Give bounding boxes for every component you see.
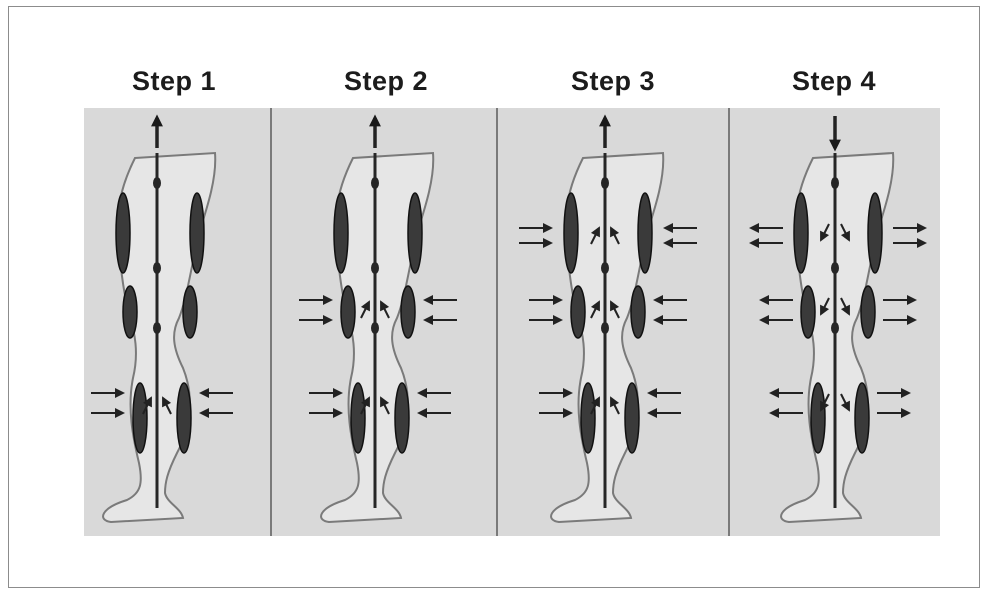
compression-steps-diagram	[84, 108, 940, 536]
compression-cuff	[123, 286, 137, 338]
compression-cuff	[177, 383, 191, 453]
vessel-node	[371, 322, 379, 334]
compression-cuff	[183, 286, 197, 338]
compression-cuff	[401, 286, 415, 338]
compression-cuff	[811, 383, 825, 453]
compression-cuff	[625, 383, 639, 453]
vessel-node	[831, 177, 839, 189]
compression-cuff	[794, 193, 808, 273]
compression-cuff	[801, 286, 815, 338]
compression-cuff	[341, 286, 355, 338]
vessel-node	[601, 177, 609, 189]
compression-cuff	[571, 286, 585, 338]
vessel-node	[153, 262, 161, 274]
compression-cuff	[638, 193, 652, 273]
compression-cuff	[868, 193, 882, 273]
compression-cuff	[334, 193, 348, 273]
compression-cuff	[351, 383, 365, 453]
compression-cuff	[861, 286, 875, 338]
compression-cuff	[408, 193, 422, 273]
vessel-node	[371, 177, 379, 189]
compression-cuff	[855, 383, 869, 453]
vessel-node	[601, 262, 609, 274]
step-1-title: Step 1	[94, 66, 254, 97]
vessel-node	[831, 322, 839, 334]
step-4-title: Step 4	[754, 66, 914, 97]
compression-cuff	[190, 193, 204, 273]
compression-cuff	[564, 193, 578, 273]
compression-cuff	[116, 193, 130, 273]
step-3-title: Step 3	[533, 66, 693, 97]
compression-cuff	[581, 383, 595, 453]
step-2-title: Step 2	[306, 66, 466, 97]
vessel-node	[831, 262, 839, 274]
vessel-node	[371, 262, 379, 274]
compression-cuff	[631, 286, 645, 338]
vessel-node	[153, 177, 161, 189]
vessel-node	[601, 322, 609, 334]
compression-cuff	[133, 383, 147, 453]
vessel-node	[153, 322, 161, 334]
compression-cuff	[395, 383, 409, 453]
